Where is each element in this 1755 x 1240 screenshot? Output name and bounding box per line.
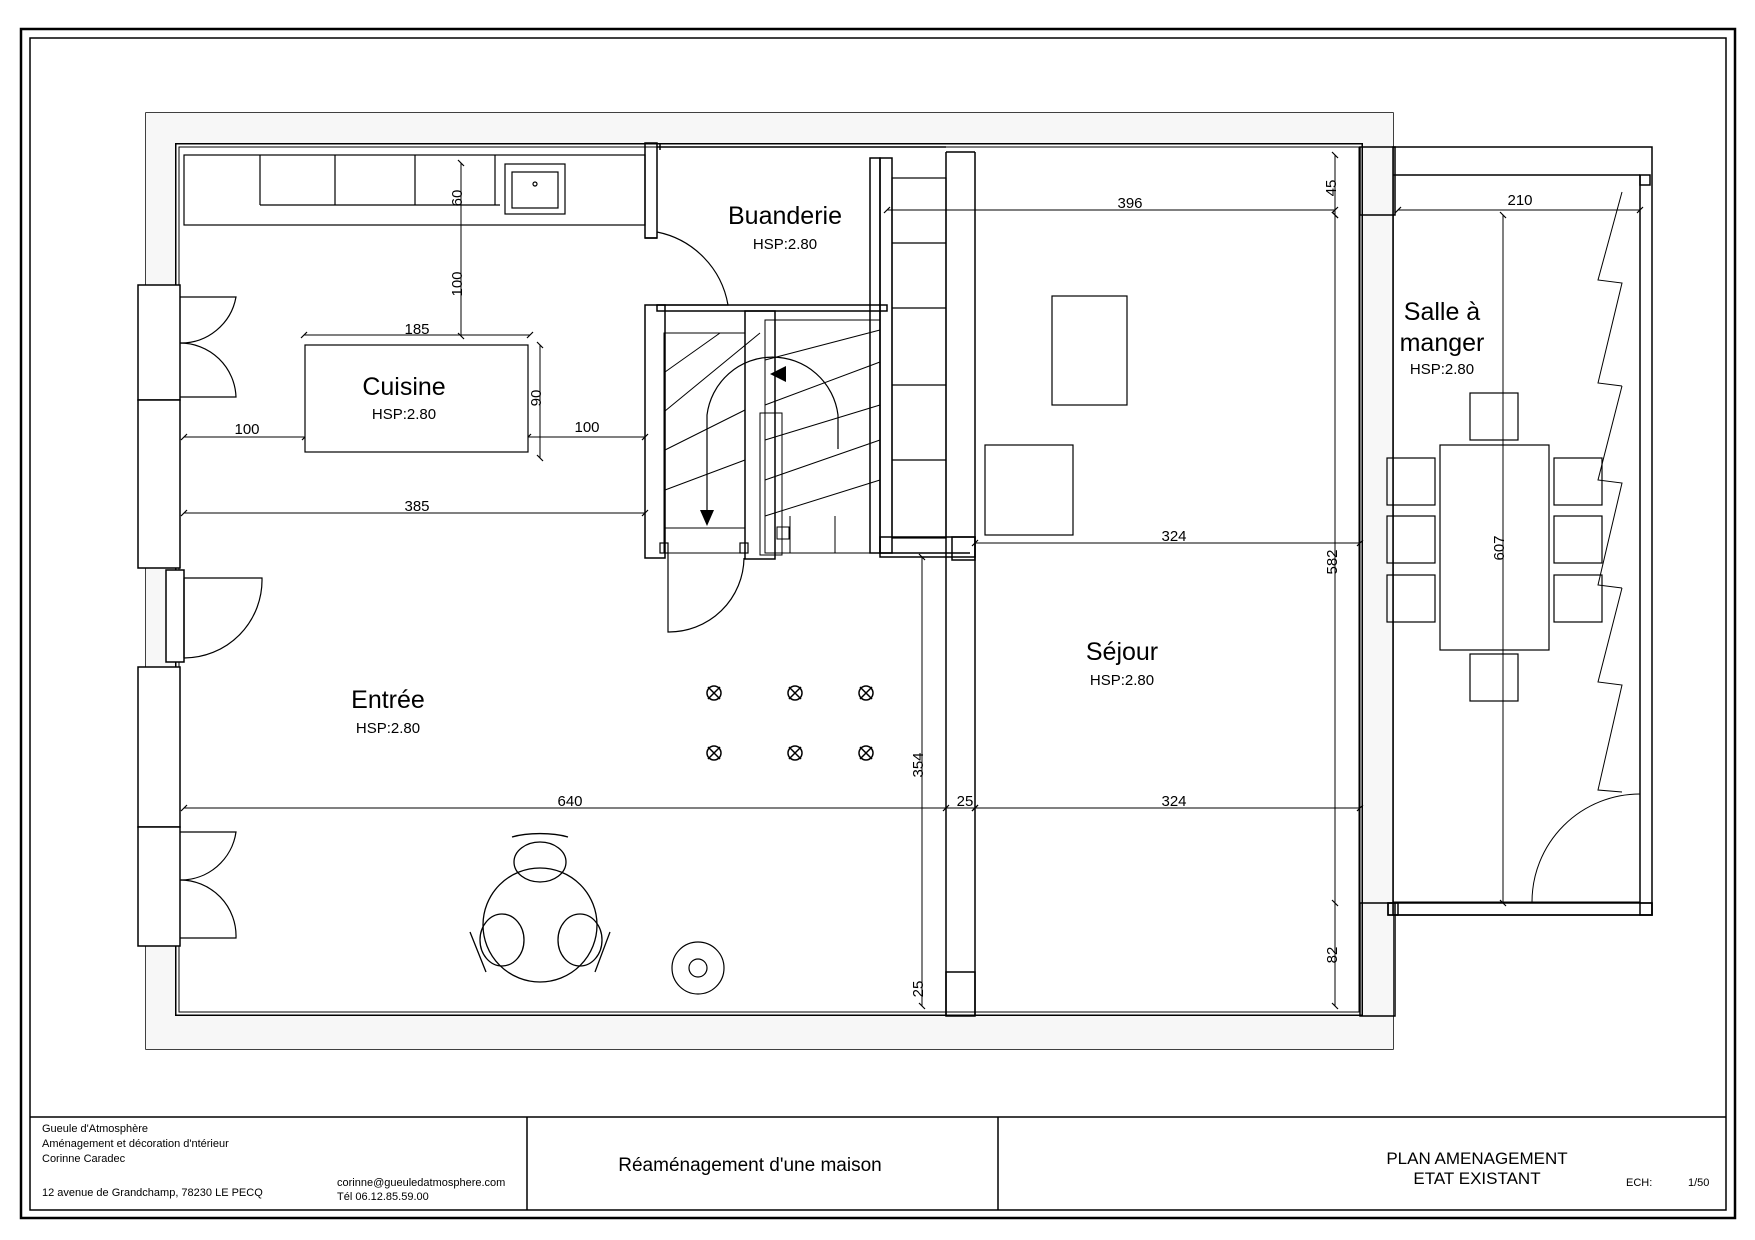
tb-project: Réaménagement d'une maison [618, 1155, 881, 1176]
room-cuisine-name: Cuisine [362, 373, 445, 401]
room-entree-name: Entrée [351, 686, 425, 714]
wall-fill [146, 113, 1393, 1049]
tb-activity: Aménagement et décoration d'ntérieur [42, 1138, 229, 1150]
dim-185: 185 [404, 321, 429, 338]
stair-arrow-left-icon [770, 366, 786, 382]
room-salle-hsp: HSP:2.80 [1410, 361, 1474, 378]
room-buanderie-name: Buanderie [728, 202, 842, 230]
veranda-folding-panels [1531, 191, 1641, 903]
ceiling-spots [706, 685, 874, 761]
stair-arrow-down-icon [700, 510, 714, 526]
buanderie-door [656, 231, 729, 306]
dim-640: 640 [557, 793, 582, 810]
coffee-table [1051, 295, 1128, 406]
room-sejour-hsp: HSP:2.80 [1090, 672, 1154, 689]
tb-plan-line1: PLAN AMENAGEMENT [1386, 1149, 1567, 1168]
dimension-lines [180, 151, 1644, 1010]
room-salle-line2: manger [1400, 329, 1485, 357]
dim-25-v: 25 [910, 981, 927, 998]
room-salle-line1: Salle à [1404, 298, 1481, 326]
tb-scale-label: ECH: [1626, 1177, 1652, 1189]
dim-385: 385 [404, 498, 429, 515]
sheet-outer-border [19, 27, 1737, 1220]
sofa [891, 177, 1128, 539]
dim-45: 45 [1323, 180, 1340, 197]
tb-phone: Tél 06.12.85.59.00 [337, 1191, 429, 1203]
dim-82: 82 [1324, 947, 1341, 964]
tb-scale-value: 1/50 [1688, 1177, 1709, 1189]
dim-324-bottom: 324 [1161, 793, 1186, 810]
dim-324-top: 324 [1161, 528, 1186, 545]
left-window-sashes [179, 296, 263, 939]
staircase [663, 319, 881, 556]
kitchen-island [304, 344, 529, 453]
dining-table [1386, 392, 1603, 702]
dim-582: 582 [1324, 549, 1341, 574]
tb-email: corinne@gueuledatmosphere.com [337, 1177, 505, 1189]
tb-person: Corinne Caradec [42, 1153, 126, 1165]
dim-100-right: 100 [574, 419, 599, 436]
dim-396: 396 [1117, 195, 1142, 212]
veranda [1387, 146, 1653, 916]
room-cuisine-hsp: HSP:2.80 [372, 406, 436, 423]
tb-address: 12 avenue de Grandchamp, 78230 LE PECQ [42, 1187, 263, 1199]
exterior-walls [145, 112, 1394, 1050]
round-table [469, 832, 611, 983]
sink-icon [504, 163, 566, 215]
tb-company: Gueule d'Atmosphère [42, 1123, 148, 1135]
title-block [30, 1116, 1726, 1210]
dim-25-h: 25 [957, 793, 974, 810]
dim-607: 607 [1491, 535, 1508, 560]
dim-100-left: 100 [234, 421, 259, 438]
interior-walls [644, 142, 1396, 1017]
left-facade-openings [137, 284, 185, 947]
dim-210: 210 [1507, 192, 1532, 209]
plant-pot [671, 941, 725, 995]
room-entree-hsp: HSP:2.80 [356, 720, 420, 737]
room-sejour-name: Séjour [1086, 638, 1158, 666]
dim-90: 90 [528, 390, 545, 407]
kitchen-worktop [183, 154, 646, 226]
stair-door [659, 542, 749, 633]
dim-354: 354 [910, 752, 927, 777]
room-buanderie-hsp: HSP:2.80 [753, 236, 817, 253]
dim-60: 60 [449, 190, 466, 207]
sheet-inner-border [29, 37, 1727, 1211]
tb-plan-line2: ETAT EXISTANT [1413, 1169, 1540, 1188]
dim-100-v: 100 [449, 271, 466, 296]
